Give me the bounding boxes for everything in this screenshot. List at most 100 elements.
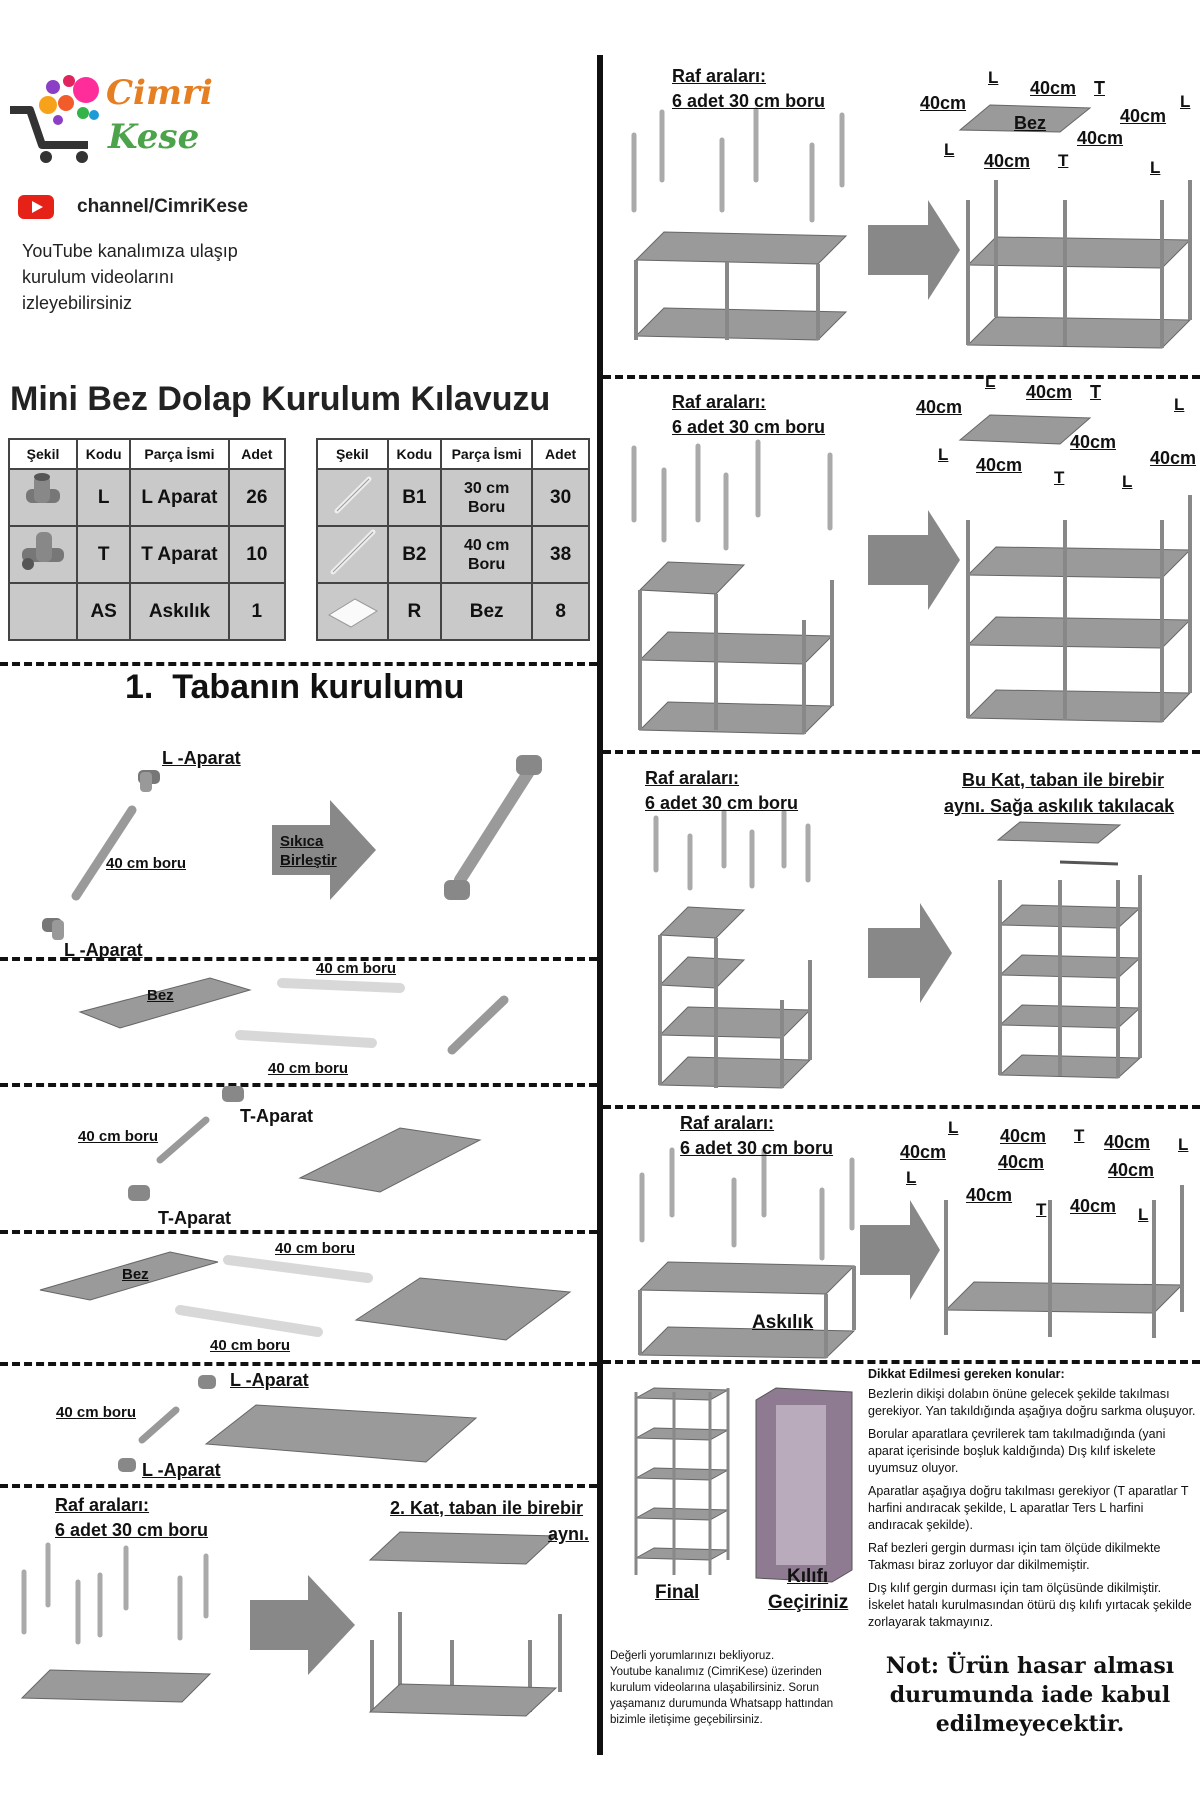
dim-label: 40cm: [1030, 78, 1077, 98]
note-item: Borular aparatlara çevrilerek tam takılm…: [868, 1427, 1166, 1475]
table-row: B2 40 cm Boru 38: [316, 525, 590, 584]
warning: Not: Ürün hasar alması durumunda iade ka…: [885, 1653, 1175, 1737]
kat-note: aynı. Sağa askılık takılacak: [944, 796, 1175, 816]
parts-table-right: Şekil Kodu Parça İsmi Adet B1 30 cm Boru…: [316, 438, 590, 641]
divider: [0, 1362, 597, 1366]
note-item: Bezlerin dikişi dolabın önüne gelecek şe…: [868, 1387, 1196, 1418]
pipe-40-image: [316, 525, 389, 584]
dim-label: L: [948, 1118, 959, 1137]
dim-label: L: [988, 68, 999, 87]
channel-link[interactable]: channel/CimriKese: [77, 196, 249, 217]
youtube-icon[interactable]: [18, 195, 54, 219]
raf-title: Raf araları:: [645, 768, 740, 788]
kilif-label: Kılıfı: [787, 1566, 829, 1587]
dim-label: T: [1054, 468, 1065, 487]
arrow-icon: [272, 800, 376, 900]
notes-title: Dikkat Edilmesi gereken konular:: [868, 1367, 1065, 1381]
dim-label: 40cm: [1104, 1132, 1151, 1152]
divider: [603, 1360, 1200, 1364]
label-pipe: 40 cm boru: [210, 1337, 291, 1354]
raf-title: Raf araları:: [55, 1495, 150, 1515]
dim-label: 40cm: [1070, 1196, 1117, 1216]
dim-label: L: [944, 140, 955, 159]
dim-label: L: [906, 1168, 917, 1187]
table-row: R Bez 8: [316, 582, 590, 641]
dim-label: 40cm: [1077, 128, 1124, 148]
table-row: L L Aparat 26: [7, 468, 287, 527]
dim-label: 40cm: [1150, 448, 1197, 468]
label-pipe: 40 cm boru: [78, 1128, 159, 1145]
section-title: 1. Tabanın kurulumu: [125, 668, 465, 706]
raf-title: Raf araları:: [672, 392, 767, 412]
divider: [603, 375, 1200, 379]
dim-label: 40cm: [1026, 382, 1073, 402]
label-l-aparat: L -Aparat: [230, 1370, 309, 1390]
dim-label: T: [1094, 78, 1105, 98]
dim-label: 40cm: [1108, 1160, 1155, 1180]
raf-sub: 6 adet 30 cm boru: [672, 417, 826, 437]
note-item: Aparatlar aşağıya doğru takılması gereki…: [868, 1484, 1189, 1532]
column-divider: [597, 55, 603, 1755]
brand-logo: Cimri Kese: [8, 65, 213, 165]
note-item: Dış kılıf gergin durması için tam ölçüsü…: [868, 1581, 1192, 1629]
divider: [0, 1230, 597, 1234]
l-aparat-image: [7, 468, 79, 527]
dim-label: L: [1178, 1135, 1189, 1154]
raf-sub: 6 adet 30 cm boru: [672, 91, 826, 111]
kat-note: Bu Kat, taban ile birebir: [962, 770, 1165, 790]
brand-name-2: Kese: [108, 117, 200, 157]
dim-label: 40cm: [900, 1142, 947, 1162]
label-pipe: 40 cm boru: [275, 1240, 356, 1257]
arrow-label: Sıkıca Birleştir: [280, 833, 337, 869]
label-pipe: 40 cm boru: [106, 855, 187, 872]
dim-label: L: [1150, 158, 1161, 177]
dim-label: 40cm: [998, 1152, 1045, 1172]
page-title: Mini Bez Dolap Kurulum Kılavuzu: [10, 380, 551, 418]
askilik-image: [7, 582, 79, 641]
label-l-aparat: L -Aparat: [64, 940, 143, 960]
label-pipe: 40 cm boru: [56, 1404, 137, 1421]
dim-label: 40cm: [976, 455, 1023, 475]
table-row: B1 30 cm Boru 30: [316, 468, 590, 527]
askilik-label: Askılık: [752, 1312, 814, 1333]
divider: [0, 662, 597, 666]
dim-label: Bez: [1014, 113, 1047, 133]
dim-label: 40cm: [966, 1185, 1013, 1205]
label-l-aparat: L -Aparat: [142, 1460, 221, 1480]
table-row: T T Aparat 10: [7, 525, 287, 584]
label-bez: Bez: [122, 1266, 149, 1283]
dim-label: L: [938, 445, 949, 464]
arrow-icon: [250, 1575, 355, 1675]
notes: Dikkat Edilmesi gereken konular: Bezleri…: [868, 1366, 1198, 1631]
final-label: Final: [655, 1582, 700, 1603]
cart-icon: [10, 75, 99, 163]
dim-label: 40cm: [1120, 106, 1167, 126]
dim-label: L: [1122, 472, 1133, 491]
dim-label: L: [1180, 92, 1191, 111]
note-item: Raf bezleri gergin durması için tam ölçü…: [868, 1541, 1161, 1572]
dim-label: T: [1058, 151, 1069, 170]
label-pipe: 40 cm boru: [268, 1060, 349, 1077]
brand-name: Cimri: [106, 73, 213, 113]
dim-label: L: [1174, 395, 1185, 414]
dim-label: L: [1138, 1205, 1149, 1224]
raf-sub: 6 adet 30 cm boru: [55, 1520, 209, 1540]
label-bez: Bez: [147, 987, 174, 1004]
dim-label: L: [985, 372, 996, 391]
divider: [0, 1083, 597, 1087]
label-t-aparat: T-Aparat: [158, 1208, 232, 1228]
bez-image: [316, 582, 389, 641]
dim-label: 40cm: [1070, 432, 1117, 452]
dim-label: 40cm: [920, 93, 967, 113]
label-pipe: 40 cm boru: [316, 960, 397, 977]
divider: [603, 1105, 1200, 1109]
kilif-label: Geçiriniz: [768, 1592, 849, 1613]
kat-note: 2. Kat, taban ile birebir: [390, 1498, 584, 1518]
dim-label: 40cm: [1000, 1126, 1047, 1146]
dim-label: 40cm: [916, 397, 963, 417]
table-row: AS Askılık 1: [7, 582, 287, 641]
divider: [603, 750, 1200, 754]
comment-text: Değerli yorumlarınızı bekliyoruz. Youtub…: [610, 1650, 834, 1726]
pipe-30-image: [316, 468, 389, 527]
